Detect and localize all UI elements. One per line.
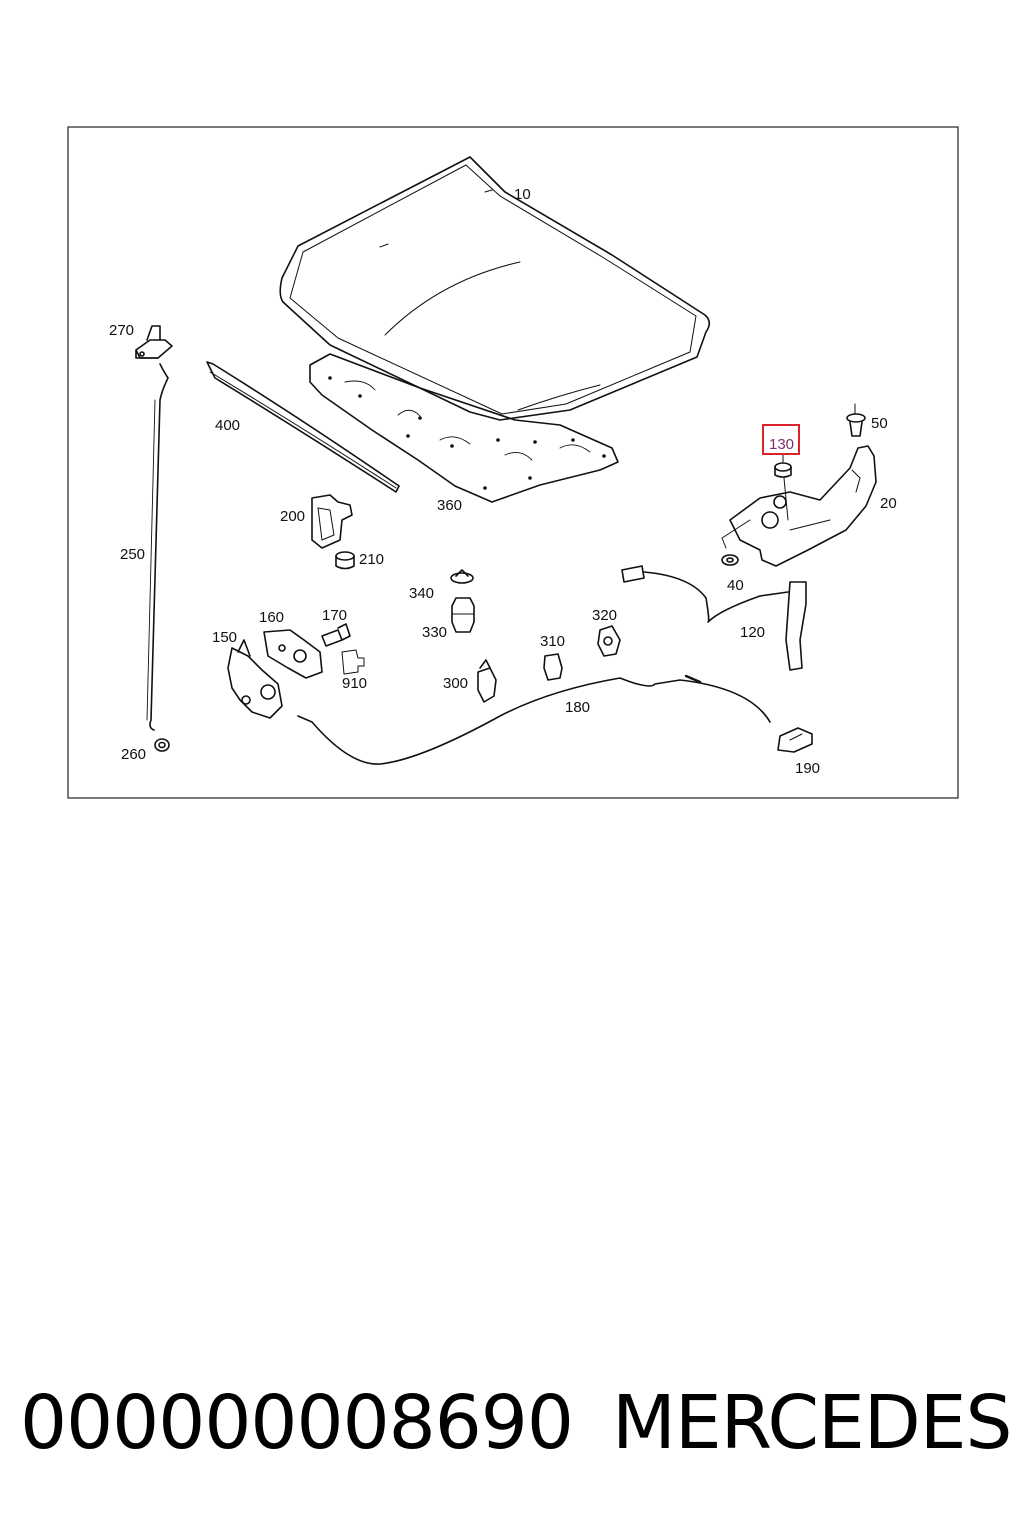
nut-part xyxy=(335,551,355,570)
mounting-bolt-part xyxy=(846,413,866,437)
highlight-box xyxy=(762,424,800,455)
callout-200: 200 xyxy=(280,508,305,525)
seal-strip-part xyxy=(206,361,400,493)
callout-360: 360 xyxy=(437,497,462,514)
grommet-part xyxy=(154,738,170,752)
release-handle-part xyxy=(777,727,813,753)
callout-40: 40 xyxy=(727,577,744,594)
callout-250: 250 xyxy=(120,546,145,563)
callout-190: 190 xyxy=(795,760,820,777)
latch-part xyxy=(263,629,323,679)
brand-name: MERCEDES xyxy=(612,1380,1012,1466)
callout-300: 300 xyxy=(443,675,468,692)
callout-330: 330 xyxy=(422,624,447,641)
callout-910: 910 xyxy=(342,675,367,692)
callout-160: 160 xyxy=(259,609,284,626)
callout-340: 340 xyxy=(409,585,434,602)
callout-130: 130 xyxy=(769,436,794,453)
release-cable-part xyxy=(297,674,771,765)
callout-260: 260 xyxy=(121,746,146,763)
washer-part xyxy=(721,554,739,566)
buffer-part xyxy=(451,597,475,633)
hood-lock-part xyxy=(729,445,877,567)
callout-310: 310 xyxy=(540,633,565,650)
callout-170: 170 xyxy=(322,607,347,624)
lock-switch-part xyxy=(621,565,807,671)
callout-400: 400 xyxy=(215,417,240,434)
hood-insulation-part xyxy=(309,353,619,503)
bolt-part xyxy=(321,623,351,647)
lock-part xyxy=(227,639,283,719)
callout-20: 20 xyxy=(880,495,897,512)
hinge-bracket-part xyxy=(311,494,353,549)
callout-270: 270 xyxy=(109,322,134,339)
callout-120: 120 xyxy=(740,624,765,641)
support-bracket-part xyxy=(135,325,173,359)
callout-320: 320 xyxy=(592,607,617,624)
clip-part xyxy=(450,569,474,584)
lock-nut-part xyxy=(774,462,792,478)
diagram-frame xyxy=(67,126,959,799)
support-rod-part xyxy=(146,363,169,731)
callout-180: 180 xyxy=(565,699,590,716)
callout-210: 210 xyxy=(359,551,384,568)
callout-150: 150 xyxy=(212,629,237,646)
cable-clip-part xyxy=(477,659,497,703)
part-number: 000000008690 xyxy=(20,1380,574,1466)
hood-part xyxy=(279,156,711,421)
leader-lines xyxy=(721,403,856,549)
cable-guide-part xyxy=(597,625,621,657)
callout-10: 10 xyxy=(514,186,531,203)
reference-part xyxy=(341,649,365,675)
cable-holder-part xyxy=(543,653,563,681)
callout-50: 50 xyxy=(871,415,888,432)
